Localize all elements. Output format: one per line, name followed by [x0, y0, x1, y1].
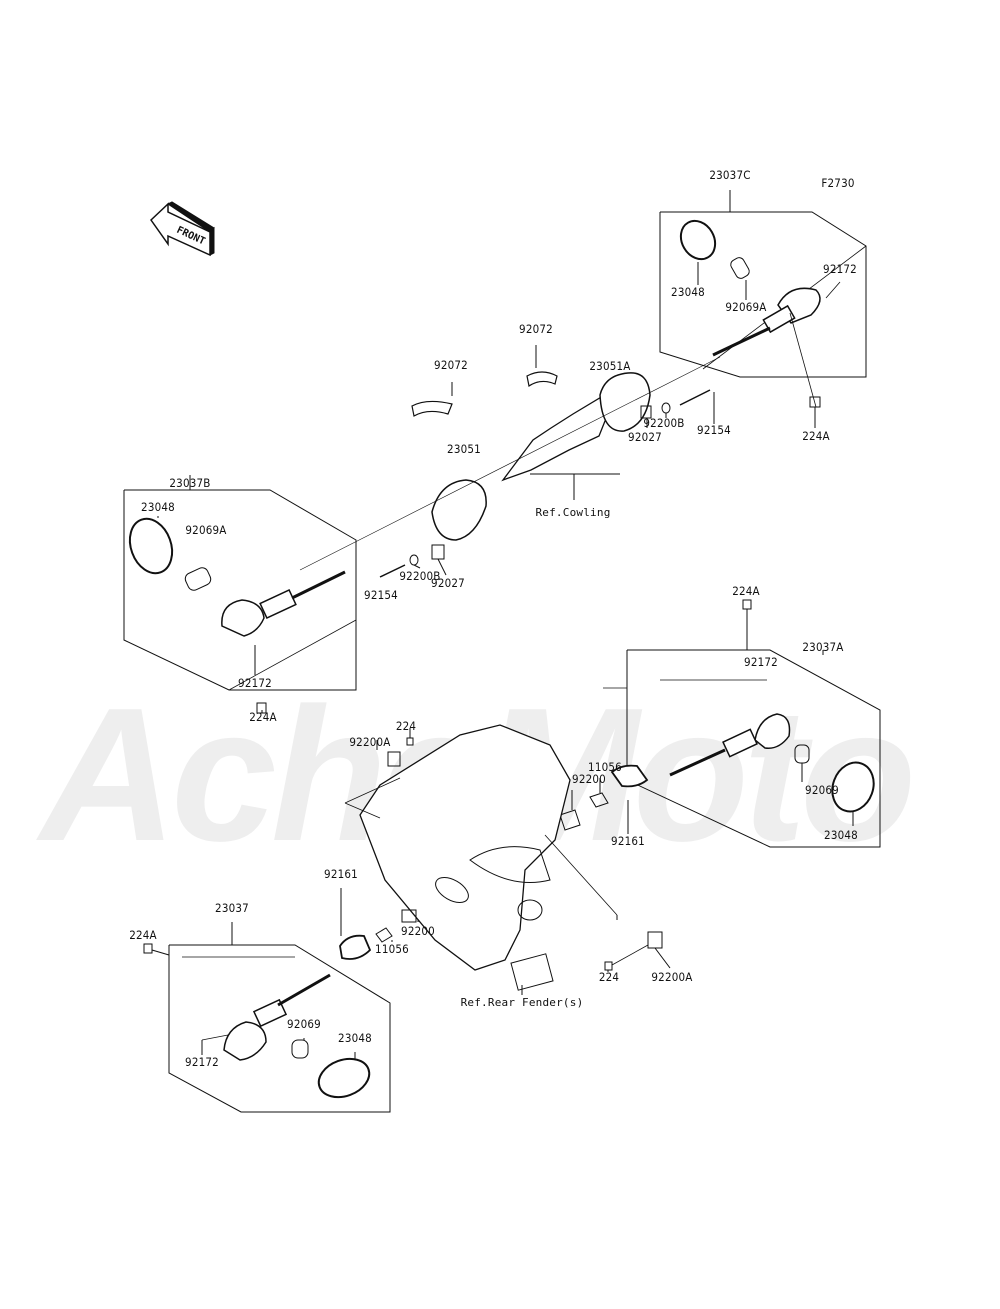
part-label[interactable]: 224A: [802, 429, 830, 443]
front-arrow-icon: FRONT: [150, 201, 215, 257]
part-label[interactable]: 92027: [628, 430, 662, 444]
part-label[interactable]: 92154: [697, 423, 731, 437]
group-23037: [143, 888, 419, 1113]
part-label[interactable]: 92161: [611, 834, 645, 848]
part-label[interactable]: 92200: [572, 772, 606, 786]
part-label[interactable]: 92172: [238, 676, 272, 690]
group-23037A: [559, 599, 881, 848]
part-label[interactable]: 23051: [447, 442, 481, 456]
cowling-bracket: [299, 345, 721, 578]
part-label[interactable]: 92027: [431, 576, 465, 590]
part-label[interactable]: 224A: [249, 710, 277, 724]
part-label[interactable]: 224A: [129, 928, 157, 942]
part-label[interactable]: 11056: [375, 942, 409, 956]
part-label[interactable]: 23037A: [802, 640, 844, 654]
part-label[interactable]: 92072: [434, 358, 468, 372]
part-label[interactable]: 23037C: [709, 168, 751, 182]
part-label[interactable]: 23037B: [169, 476, 211, 490]
part-label[interactable]: 92161: [324, 867, 358, 881]
part-label[interactable]: 92069A: [185, 523, 227, 537]
part-label[interactable]: 92069A: [725, 300, 767, 314]
ref-rear-fender-label: Ref.Rear Fender(s): [460, 996, 584, 1009]
part-label[interactable]: 92069: [805, 783, 839, 797]
part-label[interactable]: 23048: [671, 285, 705, 299]
part-label[interactable]: 92172: [185, 1055, 219, 1069]
rear-fender: [344, 724, 671, 995]
part-label[interactable]: 23051A: [589, 359, 631, 373]
part-label[interactable]: 92172: [744, 655, 778, 669]
part-label[interactable]: 224A: [732, 584, 760, 598]
ref-cowling-label: Ref.Cowling: [535, 506, 611, 519]
part-label[interactable]: 92154: [364, 588, 398, 602]
group-23037C: [659, 190, 867, 428]
part-label[interactable]: 92200B: [643, 416, 685, 430]
part-label[interactable]: 92200: [401, 924, 435, 938]
part-label[interactable]: 23048: [824, 828, 858, 842]
part-label[interactable]: 224: [395, 719, 417, 733]
part-label[interactable]: 92069: [287, 1017, 321, 1031]
part-label[interactable]: 23048: [141, 500, 175, 514]
part-label[interactable]: 92200A: [349, 735, 391, 749]
part-label[interactable]: 92172: [823, 262, 857, 276]
part-label[interactable]: 224: [598, 970, 620, 984]
part-label[interactable]: 92200B: [399, 569, 441, 583]
part-label[interactable]: 11056: [588, 760, 622, 774]
part-label[interactable]: 92200A: [651, 970, 693, 984]
figure-code: F2730: [821, 176, 855, 190]
group-23037B: [123, 475, 357, 714]
part-label[interactable]: 92072: [519, 322, 553, 336]
part-label[interactable]: 23048: [338, 1031, 372, 1045]
part-label[interactable]: 23037: [215, 901, 249, 915]
